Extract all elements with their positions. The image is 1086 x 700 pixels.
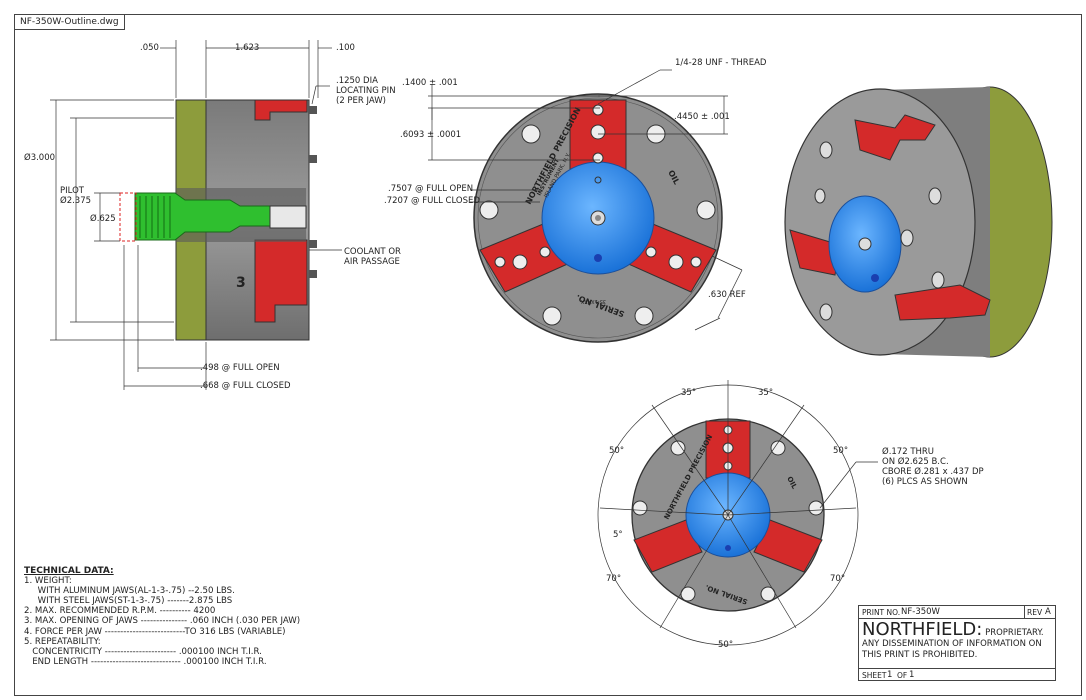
technical-data-title: TECHNICAL DATA: (24, 566, 114, 576)
title-block: PRINT NO. NF-350W REV A NORTHFIELD: PROP… (858, 605, 1056, 681)
file-tab: NF-350W-Outline.dwg (14, 14, 125, 30)
dim-4450: .4450 ± .001 (674, 112, 730, 122)
front-view: NORTHFIELD PRECISION INSTRUMENT ISLAND P… (473, 93, 723, 343)
tech-line: 1. WEIGHT: (24, 576, 72, 587)
rev-label: REV (1027, 608, 1043, 617)
angle-50-left: 50° (609, 446, 625, 456)
tech-line: CONCENTRICITY ----------------------- .0… (24, 646, 262, 657)
locating-pin-note: .1250 DIA LOCATING PIN (2 PER JAW) (336, 76, 396, 106)
print-no-label: PRINT NO. (862, 608, 901, 617)
tech-line: WITH ALUMINUM JAWS(AL-1-3-.75) --2.50 LB… (24, 586, 235, 597)
sheet-row: SHEET 1 OF 1 (859, 668, 1055, 681)
print-no-cell: PRINT NO. NF-350W (859, 606, 1025, 619)
rev-cell: REV A (1025, 606, 1056, 619)
bolt-view-dims (599, 380, 878, 629)
dim-pilot: PILOT Ø2.375 (60, 186, 92, 206)
angle-70-left: 70° (606, 574, 622, 584)
print-no: NF-350W (901, 607, 940, 617)
proprietary-text: PROPRIETARY. ANY DISSEMINATION OF INFORM… (862, 628, 1044, 660)
dim-630-ref: .630 REF (708, 290, 746, 300)
hole-note: Ø.172 THRU ON Ø2.625 B.C. CBORE Ø.281 x … (882, 447, 984, 487)
iso-view (784, 86, 1053, 358)
sheet-num: 1 (887, 670, 893, 680)
proprietary-note: NORTHFIELD: PROPRIETARY. ANY DISSEMINATI… (862, 621, 1054, 661)
serial-value: 35-1XXXX (580, 298, 606, 304)
dim-1400: .1400 ± .001 (402, 78, 458, 88)
dim-full-closed: .668 @ FULL CLOSED (200, 381, 291, 391)
tech-line: 4. FORCE PER JAW -----------------------… (24, 626, 286, 637)
dim-050: .050 (140, 43, 159, 53)
tech-line: 2. MAX. RECOMMENDED R.P.M. ---------- 42… (24, 606, 216, 617)
angle-5: 5° (613, 530, 623, 540)
dim-7207: .7207 @ FULL CLOSED (384, 196, 480, 206)
angle-50-bottom: 50° (718, 640, 734, 650)
thread-note: 1/4-28 UNF - THREAD (675, 58, 767, 68)
sheet-label: SHEET (862, 671, 887, 680)
angle-35-left: 35° (681, 388, 697, 398)
angle-50-right: 50° (833, 446, 849, 456)
jaw-number: 3 (236, 275, 246, 291)
tech-line: 3. MAX. OPENING OF JAWS --------------- … (24, 616, 301, 627)
coolant-note: COOLANT OR AIR PASSAGE (344, 247, 401, 267)
dim-full-open: .498 @ FULL OPEN (200, 363, 280, 373)
technical-data: TECHNICAL DATA: 1. WEIGHT: WITH ALUMINUM… (24, 566, 300, 667)
front-view-dims (428, 69, 743, 331)
dim-1623: 1.623 (235, 43, 260, 53)
angle-70-right: 70° (830, 574, 846, 584)
drawing-border (14, 14, 1082, 696)
dim-6093: .6093 ± .0001 (400, 130, 462, 140)
dim-7507: .7507 @ FULL OPEN (388, 184, 474, 194)
side-view: 3 (119, 99, 317, 341)
tech-line: 5. REPEATABILITY: (24, 636, 101, 647)
tech-line: WITH STEEL JAWS(ST-1-3-.75) -------2.875… (24, 596, 233, 607)
angle-35-right: 35° (758, 388, 774, 398)
brand: NORTHFIELD: (862, 619, 983, 640)
of-num: 1 (909, 670, 915, 680)
rev: A (1045, 607, 1051, 617)
of-label: OF (897, 671, 908, 680)
dim-dia-3000: Ø3.000 (24, 153, 56, 163)
side-view-dims (50, 40, 342, 390)
dim-dia-625: Ø.625 (90, 214, 116, 224)
dim-100: .100 (336, 43, 355, 53)
tech-line: END LENGTH -----------------------------… (24, 656, 267, 667)
